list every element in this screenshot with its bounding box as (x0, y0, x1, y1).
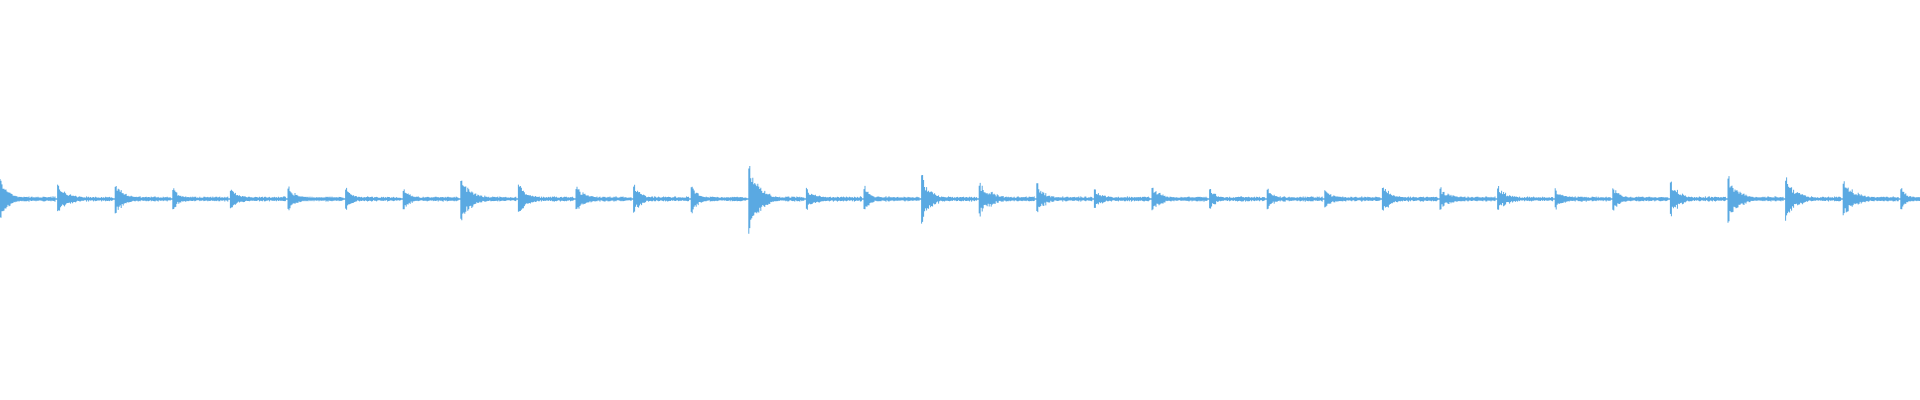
waveform-path (0, 166, 1920, 234)
waveform-bars (0, 166, 1920, 234)
